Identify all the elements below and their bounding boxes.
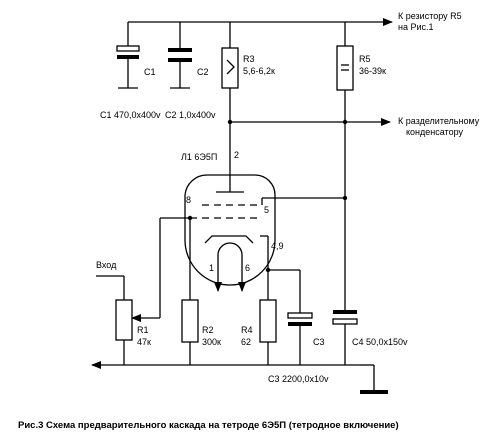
capacitor-c3	[287, 270, 313, 365]
label-to-cap-sub: конденсатору	[406, 127, 463, 137]
label-to-r5: К резистору R5	[398, 11, 462, 21]
label-to-cap: К разделительному	[398, 116, 480, 126]
label-c1: С1	[144, 67, 156, 77]
label-r5: R5	[359, 54, 371, 64]
label-pin2: 2	[234, 150, 239, 160]
label-r3: R3	[243, 54, 255, 64]
label-c1-value: С1 470,0х400v	[100, 110, 161, 120]
resistor-r2	[181, 218, 199, 365]
label-c3-value: С3 2200,0х10v	[268, 374, 329, 384]
label-r1-value: 47к	[137, 337, 151, 347]
label-r4: R4	[241, 325, 253, 335]
junction-dot	[227, 119, 233, 125]
resistor-r3	[221, 22, 239, 182]
label-to-r5-sub: на Рис.1	[398, 22, 434, 32]
label-pin8: 8	[186, 195, 191, 205]
label-r1: R1	[137, 325, 149, 335]
resistor-r4	[259, 299, 277, 365]
label-pin6: 6	[245, 263, 250, 273]
label-c2: С2	[197, 67, 209, 77]
capacitor-c4	[332, 310, 358, 365]
junction-dot	[265, 267, 271, 273]
label-r5-value: 36-39к	[359, 66, 386, 76]
label-r2: R2	[202, 325, 214, 335]
capacitor-c1	[116, 22, 140, 89]
label-r2-value: 300к	[202, 337, 221, 347]
figure-caption: Рис.3 Схема предварительного каскада на …	[18, 420, 399, 431]
potentiometer-r1	[96, 275, 133, 365]
label-r3-value: 5,6-6,2к	[243, 66, 275, 76]
label-c3: С3	[313, 337, 325, 347]
capacitor-c2	[168, 22, 192, 89]
label-c4-value: С4 50,0х150v	[352, 337, 408, 347]
tube-l1	[184, 174, 276, 286]
label-input: Вход	[96, 260, 117, 270]
resistor-r5	[336, 22, 354, 310]
label-pin1: 1	[209, 263, 214, 273]
label-r4-value: 62	[241, 337, 251, 347]
label-pin49: 4,9	[271, 241, 284, 251]
label-tube: Л1 6Э5П	[181, 152, 217, 162]
label-c2-value: С2 1,0х400v	[165, 110, 216, 120]
label-pin5: 5	[264, 205, 269, 215]
